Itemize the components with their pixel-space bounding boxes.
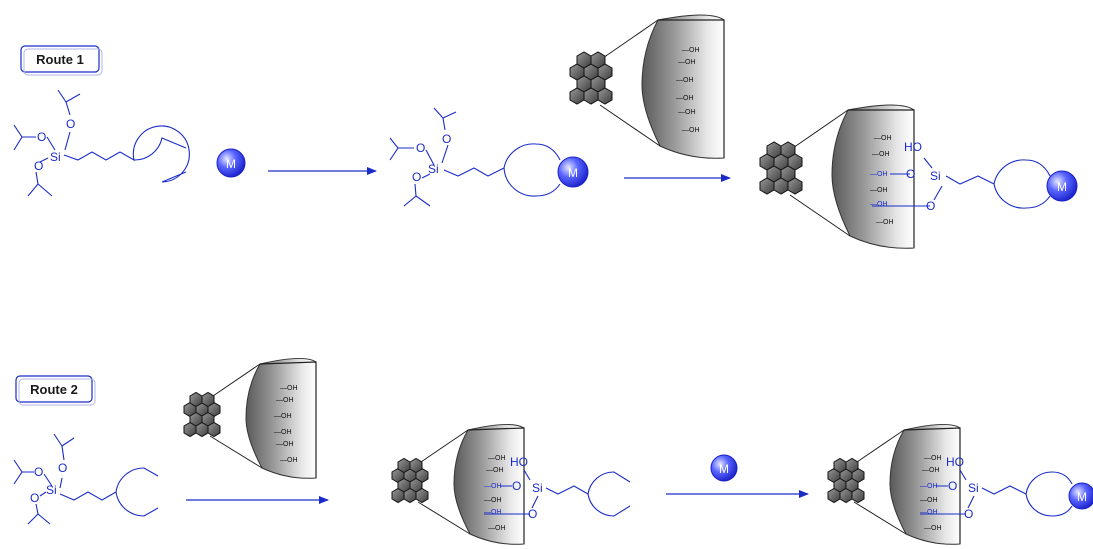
svg-text:HO: HO [946,455,964,469]
svg-text:—OH: —OH [678,59,696,66]
svg-text:M: M [1057,180,1067,194]
svg-text:—OH: —OH [484,509,502,516]
metal-label: M [226,157,236,171]
metal-free-r1: M [216,148,246,178]
svg-text:—OH: —OH [486,467,504,474]
svg-text:—OH: —OH [678,109,696,116]
svg-text:—OH: —OH [488,525,506,532]
surface-oh: OH [683,95,694,102]
surface-oh: OH [685,109,696,116]
hydroxyl-on-si: HO [904,140,922,154]
oxygen-2: O [442,132,451,146]
oxygen-3: O [34,159,43,173]
svg-text:Si: Si [532,481,543,495]
svg-text:—OH: —OH [488,455,506,462]
silicon-atom: Si [428,162,439,176]
surface-oh: OH [689,127,700,134]
svg-text:O: O [58,461,67,475]
svg-text:—OH: —OH [280,385,298,392]
grafted-silane-r2: —OH —OH —OH —OH —OH —OH HO O O Si [391,424,631,545]
svg-text:Si: Si [46,483,57,497]
svg-text:O: O [528,507,537,521]
route-2-badge: Route 2 [15,375,96,406]
silane-metal-complex-r1: O O O Si M [389,107,589,207]
svg-text:—OH: —OH [484,497,502,504]
svg-text:—OH: —OH [872,151,890,158]
svg-text:M: M [1077,490,1087,504]
oxygen-1: O [416,141,425,155]
svg-text:—OH: —OH [676,77,694,84]
surface-oh: OH [685,59,696,66]
silicon-atom: Si [50,150,61,164]
svg-text:—OH: —OH [870,171,888,178]
svg-text:—OH: —OH [920,497,938,504]
svg-text:Si: Si [930,169,941,183]
svg-text:—OH: —OH [920,509,938,516]
silica-support-r2-top: —OH —OH —OH —OH —OH —OH [183,358,317,479]
svg-text:—OH: —OH [876,219,894,226]
oxygen-3: O [412,170,421,184]
svg-text:Si: Si [968,481,979,495]
svg-text:—OH: —OH [484,483,502,490]
svg-text:O: O [964,507,973,521]
svg-text:—OH: —OH [874,135,892,142]
svg-text:—OH: —OH [924,455,942,462]
silica-support-r1-top: —OH —OH —OH —OH —OH —OH [569,14,725,159]
svg-text:—OH: —OH [922,467,940,474]
surface-oh: OH [683,77,694,84]
route-1-label: Route 1 [36,52,84,67]
svg-text:—OH: —OH [274,429,292,436]
svg-text:O: O [30,491,39,505]
svg-text:—OH: —OH [274,413,292,420]
svg-text:—OH: —OH [682,127,700,134]
svg-text:—OH: —OH [276,441,294,448]
route-1-badge: Route 1 [20,45,103,76]
silane-precursor-r2: O O O Si [13,433,159,525]
svg-text:O: O [926,199,935,213]
svg-text:—OH: —OH [682,47,700,54]
svg-text:O: O [948,479,957,493]
route-2-label: Route 2 [30,382,78,397]
oxygen-1: O [37,130,46,144]
svg-text:—OH: —OH [870,201,888,208]
svg-text:—OH: —OH [280,457,298,464]
svg-text:—OH: —OH [870,187,888,194]
silane-precursor-r1: O O O Si [13,89,190,197]
metal-label: M [568,166,578,180]
metal-reagent-r2: M [710,454,738,482]
surface-oh: OH [689,47,700,54]
svg-text:O: O [512,479,521,493]
svg-text:HO: HO [510,455,528,469]
grafted-complex-r1: —OH —OH —OH —OH —OH —OH HO O O Si M [759,104,1078,249]
hexagonal-pore-bundle [569,51,613,105]
oxygen-2: O [66,117,75,131]
svg-text:M: M [719,462,729,476]
svg-text:—OH: —OH [676,95,694,102]
grafted-complex-r2: —OH —OH —OH —OH —OH —OH HO O O Si M [827,424,1093,545]
svg-text:—OH: —OH [920,483,938,490]
svg-text:O: O [906,167,915,181]
svg-text:—OH: —OH [276,397,294,404]
svg-text:O: O [34,465,43,479]
svg-text:—OH: —OH [924,525,942,532]
